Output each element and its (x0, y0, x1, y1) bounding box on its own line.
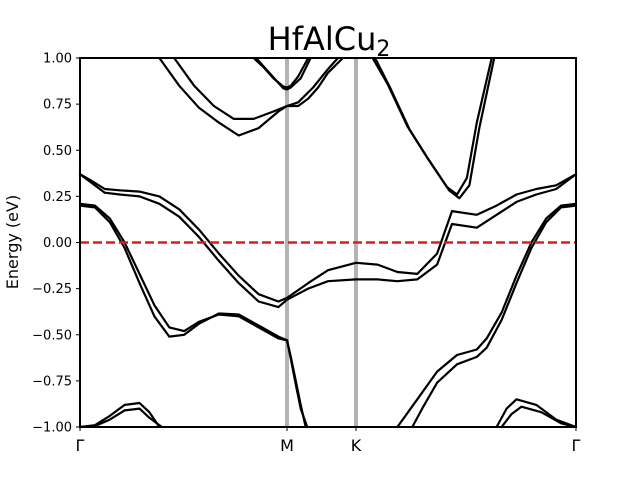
band-8 (495, 398, 578, 429)
chart-title-main: HfAlCu (268, 20, 377, 58)
y-tick-label-7: 0.75 (43, 98, 72, 113)
bands (78, 56, 578, 429)
plot-area: −1.00 −0.75 −0.50 −0.25 0.00 0.25 0.50 0.75 1.00… (32, 52, 580, 456)
y-tick-label-3: −0.25 (32, 282, 72, 297)
y-tick-label-1: −0.75 (32, 374, 72, 389)
band-2 (78, 202, 307, 429)
band-15 (374, 56, 496, 200)
band-10 (158, 56, 339, 137)
chart-title-subscript: 2 (376, 37, 390, 62)
kpoint-label-3: Γ (572, 436, 581, 455)
y-tick-label-5: 0.25 (43, 190, 72, 205)
y-tick-label-6: 0.50 (43, 144, 72, 159)
band-11 (173, 56, 344, 121)
kpoint-label-2: K (351, 436, 362, 455)
band-9 (500, 405, 578, 429)
y-ticks: −1.00 −0.75 −0.50 −0.25 0.00 0.25 0.50 0.75 1.00 (32, 52, 80, 436)
band-14 (371, 56, 493, 196)
band-13 (255, 56, 312, 91)
band-5 (411, 204, 578, 429)
y-tick-label-8: 1.00 (43, 52, 72, 67)
kpoint-label-1: M (280, 436, 294, 455)
chart-title: HfAlCu2 (268, 20, 391, 62)
band-12 (252, 56, 310, 89)
y-tick-label-4: 0.00 (43, 236, 72, 251)
y-tick-label-2: −0.50 (32, 328, 72, 343)
y-tick-label-0: −1.00 (32, 421, 72, 436)
kpoint-label-0: Γ (76, 436, 85, 455)
band-3 (78, 204, 309, 429)
y-axis-title: Energy (eV) (3, 195, 22, 289)
band-1 (78, 173, 578, 309)
band-0 (78, 173, 578, 303)
band-4 (396, 202, 578, 429)
